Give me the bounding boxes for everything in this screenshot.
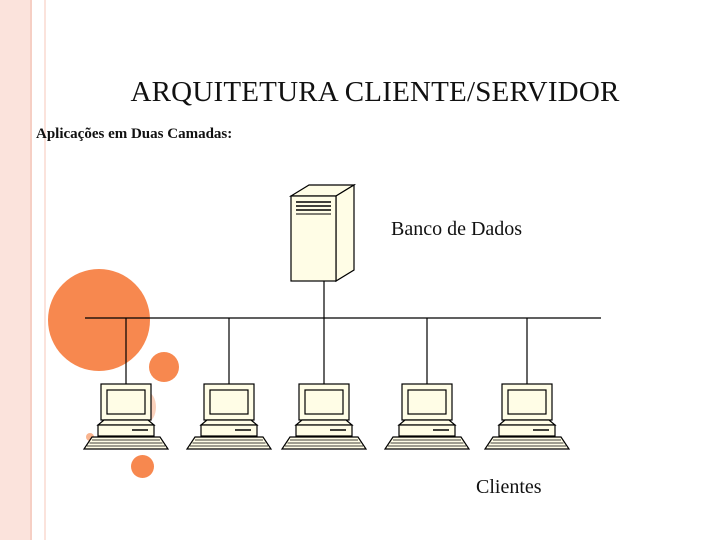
desktop-computer-icon	[82, 383, 170, 450]
decorative-circle	[48, 269, 150, 371]
clients-label: Clientes	[476, 476, 542, 498]
desktop-computer-icon	[383, 383, 471, 450]
slide-title: ARQUITETURA CLIENTE/SERVIDOR	[130, 76, 620, 108]
decorative-circle	[131, 455, 154, 478]
desktop-computer-icon	[483, 383, 571, 450]
left-decorative-line	[30, 0, 32, 540]
left-decorative-line	[44, 0, 46, 540]
slide-subtitle: Aplicações em Duas Camadas:	[36, 126, 233, 142]
decorative-circle	[149, 352, 179, 382]
server-tower-icon	[288, 183, 357, 283]
database-label: Banco de Dados	[391, 218, 523, 240]
desktop-computer-icon	[280, 383, 368, 450]
desktop-computer-icon	[185, 383, 273, 450]
client-computers	[82, 318, 571, 450]
decorative-circle	[86, 433, 94, 441]
left-decorative-bar	[0, 0, 30, 540]
